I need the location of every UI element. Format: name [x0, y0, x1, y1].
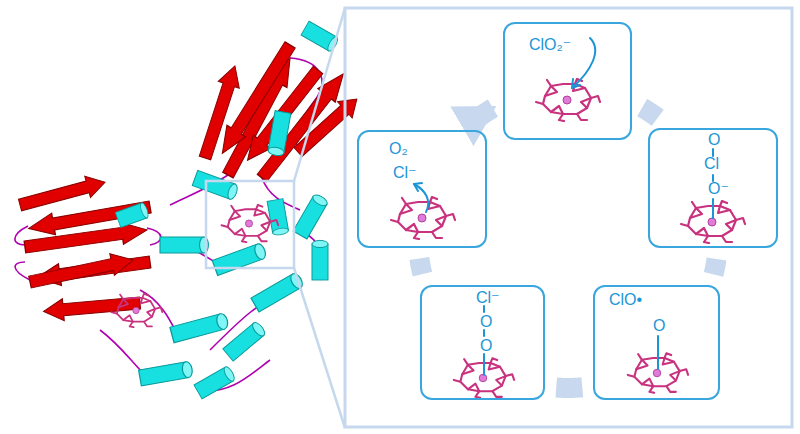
bond-lines [414, 38, 713, 375]
chemical-label: Cl⁻ [476, 289, 500, 307]
chemical-label: O⁻ [708, 180, 729, 198]
cycle-arrow [476, 108, 493, 120]
chemical-label: O [480, 313, 492, 331]
cycle-arrow [419, 258, 422, 274]
chemical-label: O [653, 317, 665, 335]
state-box: ClO• O [593, 285, 720, 400]
heme-group [111, 294, 162, 327]
zoom-panel [345, 8, 792, 427]
cycle-arrow [642, 108, 658, 118]
cycle-arrow [714, 259, 717, 274]
cycle-arrow [556, 377, 582, 398]
heme-group [391, 197, 455, 239]
state-box: Cl⁻ OO [420, 285, 545, 400]
chemical-label: ClO• [609, 291, 642, 309]
state-box: O ClO⁻ [648, 128, 778, 248]
zoom-line [294, 268, 345, 428]
chemical-label: Cl⁻ [393, 164, 417, 182]
chemical-label: ClO₂⁻ [529, 36, 571, 54]
chemical-label: Cl [704, 155, 719, 173]
heme-group [222, 205, 279, 242]
zoom-frame [206, 181, 294, 268]
chemical-label: O [480, 337, 492, 355]
zoom-line [294, 8, 345, 181]
chemical-label: O [708, 131, 720, 149]
chemical-label: O₂ [389, 140, 408, 158]
alpha-helices [115, 21, 339, 399]
heme-group [536, 79, 600, 121]
beta-strands [17, 39, 364, 322]
state-box: O₂ Cl⁻ [357, 130, 487, 248]
protein-loop [15, 58, 324, 391]
state-box: ClO₂⁻ [503, 22, 632, 140]
